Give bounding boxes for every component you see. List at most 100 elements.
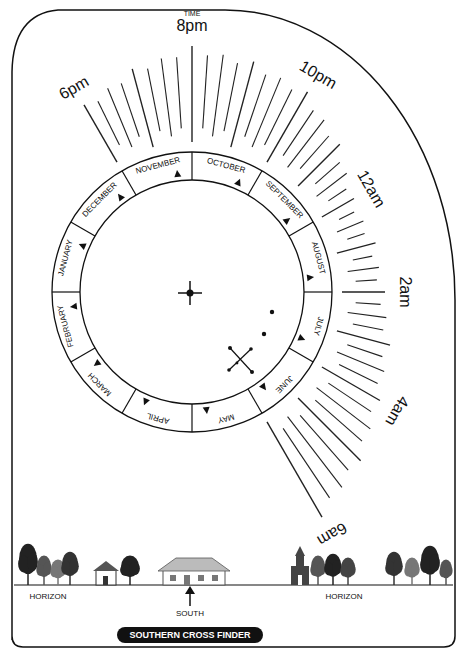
tree-crown xyxy=(429,554,440,572)
card-outline xyxy=(12,10,455,647)
time-tick xyxy=(348,267,379,271)
time-tick xyxy=(177,57,182,128)
church xyxy=(291,546,309,585)
time-tick xyxy=(121,83,139,136)
month-divider xyxy=(71,348,95,362)
tree-crown xyxy=(445,565,452,576)
axis-title: TIME xyxy=(184,10,201,17)
month-marker xyxy=(234,179,240,187)
month-divider xyxy=(191,404,192,432)
time-tick xyxy=(337,331,390,345)
south-arrowhead xyxy=(185,586,195,594)
time-tick xyxy=(288,417,342,488)
star-chart xyxy=(178,281,274,374)
house-small xyxy=(93,561,119,585)
tree-crown xyxy=(347,563,355,575)
tree-crown xyxy=(341,558,355,578)
month-marker xyxy=(79,243,87,249)
time-tick xyxy=(337,221,363,232)
time-tick xyxy=(298,144,340,186)
tree-crown xyxy=(421,546,439,575)
time-tick xyxy=(348,312,387,317)
month-marker xyxy=(143,397,149,405)
star xyxy=(236,362,239,365)
direction-label: SOUTH xyxy=(176,610,204,618)
time-tick xyxy=(203,55,208,128)
tree-crown xyxy=(311,556,325,578)
time-tick xyxy=(322,367,380,401)
month-divider xyxy=(122,389,136,413)
star xyxy=(249,347,253,351)
month-wheel xyxy=(52,152,332,432)
month-marker xyxy=(118,194,125,202)
month-divider xyxy=(289,348,313,362)
time-tick xyxy=(252,78,281,147)
tree-crown xyxy=(332,560,342,574)
pointer-star xyxy=(262,332,266,336)
trees xyxy=(18,544,453,585)
ring-inner xyxy=(80,180,304,404)
month-divider xyxy=(191,152,192,180)
time-tick xyxy=(161,59,171,137)
tree-crown xyxy=(440,560,452,579)
month-divider xyxy=(289,222,313,236)
time-tick xyxy=(315,162,339,183)
south-arrow xyxy=(189,592,191,606)
time-tick xyxy=(288,120,325,168)
time-tick xyxy=(265,89,292,144)
horizon-label: HORIZON xyxy=(326,593,363,601)
month-divider xyxy=(71,222,95,236)
time-tick xyxy=(212,55,223,137)
time-tick xyxy=(342,291,385,292)
month-divider xyxy=(248,389,262,413)
star xyxy=(227,368,231,372)
month-divider xyxy=(122,171,136,195)
month-marker xyxy=(70,303,77,310)
month-marker xyxy=(203,407,210,414)
time-tick xyxy=(356,303,381,305)
month-divider xyxy=(248,171,262,195)
horizon-label: HORIZON xyxy=(30,593,67,601)
tree-crown xyxy=(325,554,341,577)
tree-crown xyxy=(37,556,51,578)
tree-crown xyxy=(121,556,139,578)
time-tick xyxy=(353,324,383,330)
tree-crown xyxy=(129,562,140,575)
time-tick xyxy=(328,383,371,412)
time-tick xyxy=(224,63,238,131)
tree-crown xyxy=(27,553,38,571)
time-tick xyxy=(298,398,361,461)
title-pill: SOUTHERN CROSS FINDER xyxy=(117,627,263,643)
time-tick xyxy=(337,352,384,372)
time-tick xyxy=(245,75,266,137)
time-tick xyxy=(339,212,354,219)
month-divider xyxy=(304,291,332,292)
tree-crown xyxy=(411,563,419,575)
time-tick xyxy=(191,46,192,142)
tree-crown xyxy=(393,559,403,574)
time-tick xyxy=(300,136,329,169)
time-tick xyxy=(328,189,346,201)
time-tick xyxy=(283,110,313,155)
ring-outer xyxy=(52,152,332,432)
month-marker xyxy=(297,334,305,340)
month-marker xyxy=(283,218,291,225)
horizon-scene xyxy=(14,544,453,606)
star xyxy=(228,346,232,350)
time-tick xyxy=(108,88,132,147)
time-tick xyxy=(353,256,372,260)
tree-crown xyxy=(386,552,402,576)
title-text: SOUTHERN CROSS FINDER xyxy=(129,631,250,640)
time-tick xyxy=(315,400,362,441)
time-tick xyxy=(317,173,347,196)
time-label: 2am xyxy=(397,276,413,307)
month-divider xyxy=(52,291,80,292)
time-tick xyxy=(84,105,117,162)
month-marker xyxy=(307,274,314,281)
cross-line xyxy=(230,348,252,372)
tree-crown xyxy=(19,544,37,574)
time-tick xyxy=(347,233,364,239)
pointer-star xyxy=(270,310,274,314)
time-tick xyxy=(356,280,377,281)
